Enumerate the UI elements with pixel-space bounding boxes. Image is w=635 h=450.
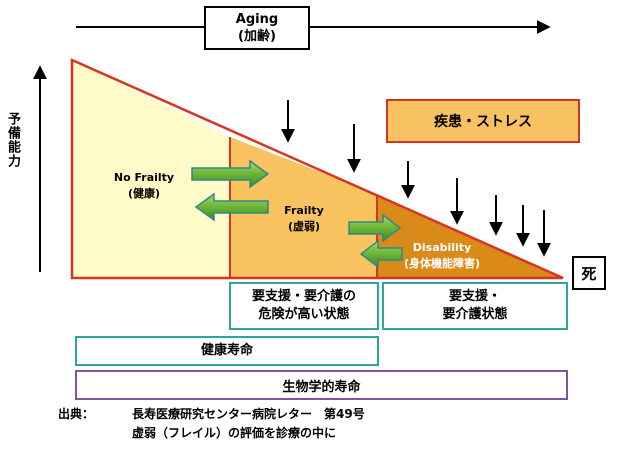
aging-label-ja: (加齢) (238, 29, 276, 44)
status-line: 要支援・要介護の (251, 289, 356, 304)
source-line-1: 長寿医療研究センター病院レター 第49号 (132, 407, 365, 421)
frailty-label: Frailty (虚弱) (268, 203, 340, 235)
stage-name-ja: (健康) (127, 187, 161, 200)
status-box-at-risk: 要支援・要介護の 危険が高い状態 (229, 282, 379, 330)
healthy-life-span-bar: 健康寿命 (75, 336, 379, 366)
stage-name-ja: (虚弱) (287, 220, 321, 233)
disease-stress-box: 疾患・ストレス (386, 99, 580, 143)
source-line-2: 虚弱（フレイル）の評価を診療の中に (132, 426, 337, 440)
healthy-life-label: 健康寿命 (200, 343, 253, 358)
aging-label-en: Aging (235, 12, 279, 27)
status-line: 要支援・ (448, 289, 501, 304)
no-frailty-region (72, 60, 230, 278)
no-frailty-label: No Frailty (健康) (104, 170, 184, 202)
biological-life-span-bar: 生物学的寿命 (75, 370, 568, 400)
stage-name-en: Disability (412, 241, 472, 254)
right-transition-arrow-icon (348, 213, 402, 243)
stage-name-en: Frailty (284, 204, 324, 217)
stage-name-ja: (身体機能障害) (403, 257, 481, 270)
left-transition-arrow-icon (359, 239, 403, 269)
death-label: 死 (581, 264, 597, 283)
stressor-label: 疾患・ストレス (434, 114, 532, 130)
left-transition-arrow-icon (194, 192, 269, 222)
status-box-care-needed: 要支援・ 要介護状態 (382, 282, 568, 330)
source-label: 出典： (58, 407, 95, 421)
disability-label: Disability (身体機能障害) (386, 240, 498, 272)
status-line: 危険が高い状態 (258, 307, 350, 322)
death-box: 死 (572, 256, 606, 290)
y-axis-label: 予備能力 (5, 112, 20, 168)
aging-box: Aging (加齢) (204, 6, 310, 50)
status-line: 要介護状態 (442, 307, 508, 322)
reserve-triangle-outline (70, 58, 564, 280)
right-transition-arrow-icon (191, 159, 270, 189)
biological-life-label: 生物学的寿命 (282, 379, 361, 395)
stage-name-en: No Frailty (113, 171, 175, 184)
